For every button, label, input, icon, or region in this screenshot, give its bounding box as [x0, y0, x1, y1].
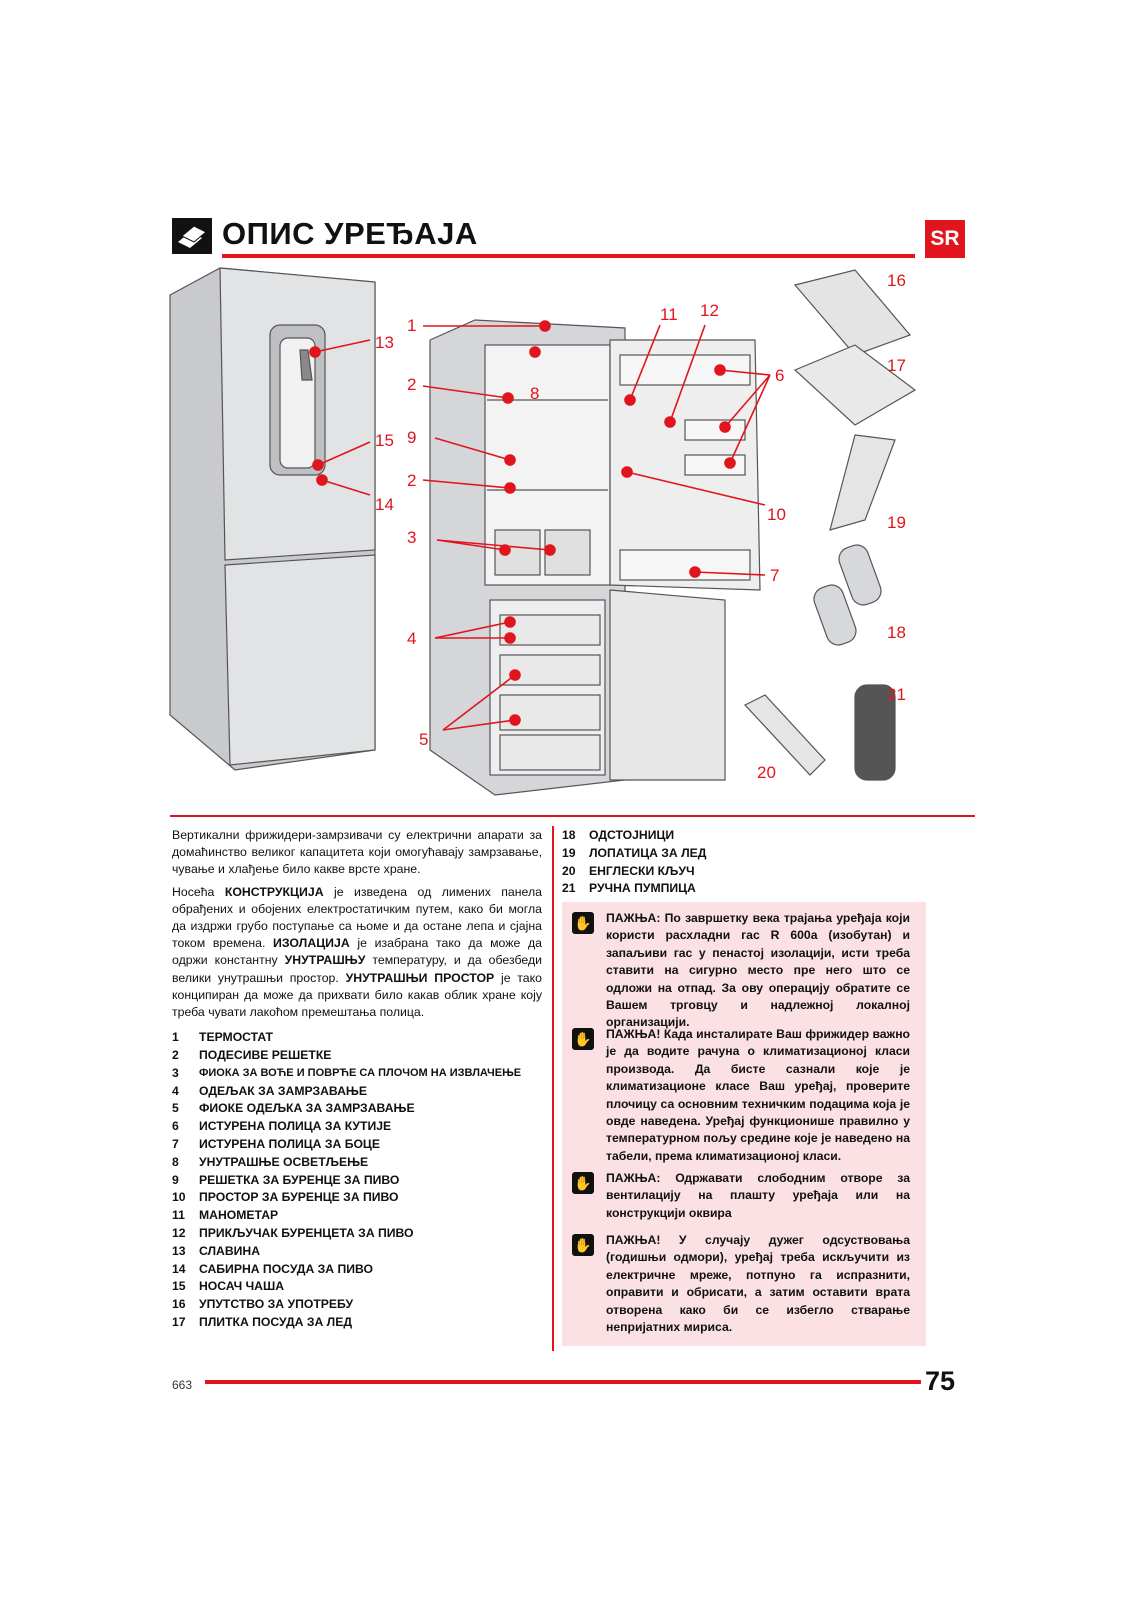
callout-14: 14	[375, 495, 394, 514]
appliance-illustration: 1 2 2 3 4 5 6 7 8 9 10 11 12 13 14 15 16…	[165, 260, 980, 815]
callout-9: 9	[407, 428, 416, 447]
hand-warning-icon: ✋	[572, 1234, 594, 1256]
callout-6: 6	[775, 366, 784, 385]
closed-fridge-drawing	[169, 267, 376, 771]
description-column: Вертикални фрижидери-замрзивачи су елект…	[172, 827, 542, 1332]
column-separator	[552, 826, 554, 1351]
warning-text: ПАЖЊА: Одржавати слободним отворе за вен…	[606, 1171, 910, 1220]
callout-20: 20	[757, 763, 776, 782]
title-rule	[222, 254, 915, 258]
callout-markers	[309, 320, 771, 731]
callout-1: 1	[407, 316, 416, 335]
callout-2: 2	[407, 375, 416, 394]
callout-3: 3	[407, 528, 416, 547]
section-rule	[170, 815, 975, 817]
open-fridge-drawing	[429, 319, 761, 796]
page-number: 75	[925, 1366, 956, 1396]
callout-7: 7	[770, 566, 779, 585]
hand-warning-icon: ✋	[572, 912, 594, 934]
warnings-box: ✋ ПАЖЊА: По завршетку века трајања уређа…	[562, 902, 926, 1346]
book-icon	[172, 218, 212, 254]
callout-2b: 2	[407, 471, 416, 490]
page-title: ОПИС УРЕЂАЈА	[222, 216, 478, 251]
hand-warning-icon: ✋	[572, 1172, 594, 1194]
document-code: 663	[172, 1378, 193, 1392]
footer-rule	[205, 1380, 921, 1384]
callout-numbers: 1 2 2 3 4 5 6 7 8 9 10 11 12 13 14 15 16…	[375, 271, 906, 782]
intro-paragraph-1: Вертикални фрижидери-замрзивачи су елект…	[172, 828, 542, 877]
warning-text: ПАЖЊА: По завршетку века трајања уређаја…	[606, 911, 910, 1030]
language-badge: SR	[925, 220, 965, 258]
callout-11: 11	[660, 305, 678, 324]
callout-21: 21	[887, 685, 906, 704]
intro-paragraph-2: Носећа КОНСТРУКЦИЈА је изведена од лимен…	[172, 884, 542, 1020]
callout-19: 19	[887, 513, 906, 532]
callout-8: 8	[530, 384, 539, 403]
callout-4: 4	[407, 629, 416, 648]
callout-12: 12	[700, 301, 719, 320]
callout-10: 10	[767, 505, 786, 524]
accessories-drawing	[744, 269, 917, 781]
callout-13: 13	[375, 333, 394, 352]
warning-text: ПАЖЊА! Када инсталирате Ваш фрижидер важ…	[606, 1027, 910, 1163]
callout-18: 18	[887, 623, 906, 642]
warning-text: ПАЖЊА! У случају дужег одсуствовања (год…	[606, 1233, 910, 1335]
callout-15: 15	[375, 431, 394, 450]
callout-5: 5	[419, 730, 428, 749]
hand-warning-icon: ✋	[572, 1028, 594, 1050]
callout-17: 17	[887, 356, 906, 375]
callout-16: 16	[887, 271, 906, 290]
